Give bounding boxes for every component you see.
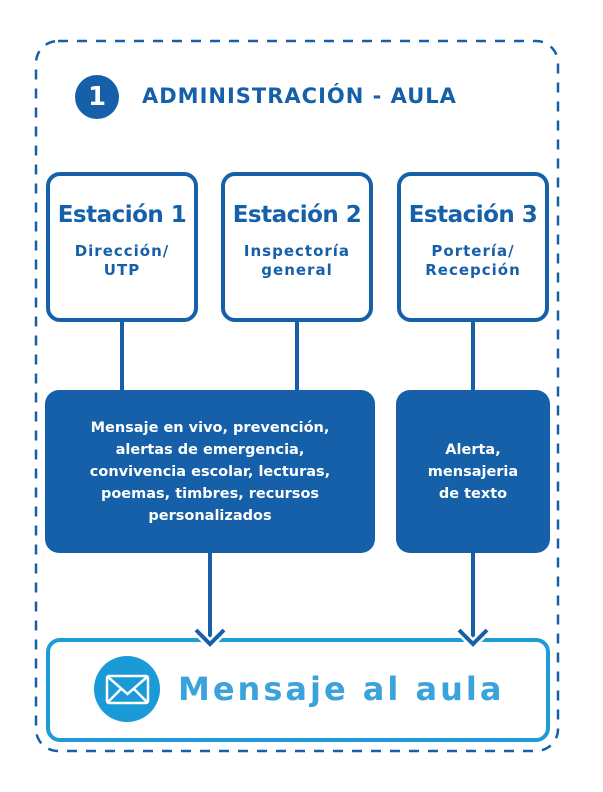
service-line: poemas, timbres, recursos (100, 485, 320, 502)
station-3-box: Estación 3 Portería/Recepción (397, 172, 549, 322)
station-subtitle: Recepción (425, 261, 521, 279)
service-line: de texto (438, 485, 508, 502)
arrowhead-1 (194, 628, 226, 647)
service-line: mensajeria (427, 463, 519, 480)
arrowhead-2 (457, 628, 489, 647)
output-label: Mensaje al aula (178, 670, 505, 708)
step-number-badge: 1 (75, 75, 119, 119)
service-line: personalizados (148, 507, 272, 524)
envelope-icon (94, 656, 160, 722)
station-subtitle: general (261, 261, 333, 279)
station-title: Estación 2 (232, 202, 362, 228)
station-subtitle: Inspectoría (243, 242, 351, 260)
station-1-box: Estación 1 Dirección/UTP (46, 172, 198, 322)
service-line: alertas de emergencia, (115, 441, 305, 458)
station-subtitle: UTP (103, 261, 141, 279)
station-title: Estación 1 (57, 202, 187, 228)
services-box-1: Mensaje en vivo, prevención, alertas de … (45, 390, 375, 553)
service-line: Mensaje en vivo, prevención, (90, 419, 330, 436)
station-subtitle: Dirección/ (74, 242, 170, 260)
section-title: ADMINISTRACIÓN - AULA (142, 84, 457, 108)
dashed-frame (34, 39, 560, 753)
service-line: convivencia escolar, lecturas, (89, 463, 331, 480)
service-line: Alerta, (445, 441, 501, 458)
services-box-2: Alerta, mensajeria de texto (396, 390, 550, 553)
station-subtitle: Portería/ (431, 242, 515, 260)
station-title: Estación 3 (408, 202, 538, 228)
